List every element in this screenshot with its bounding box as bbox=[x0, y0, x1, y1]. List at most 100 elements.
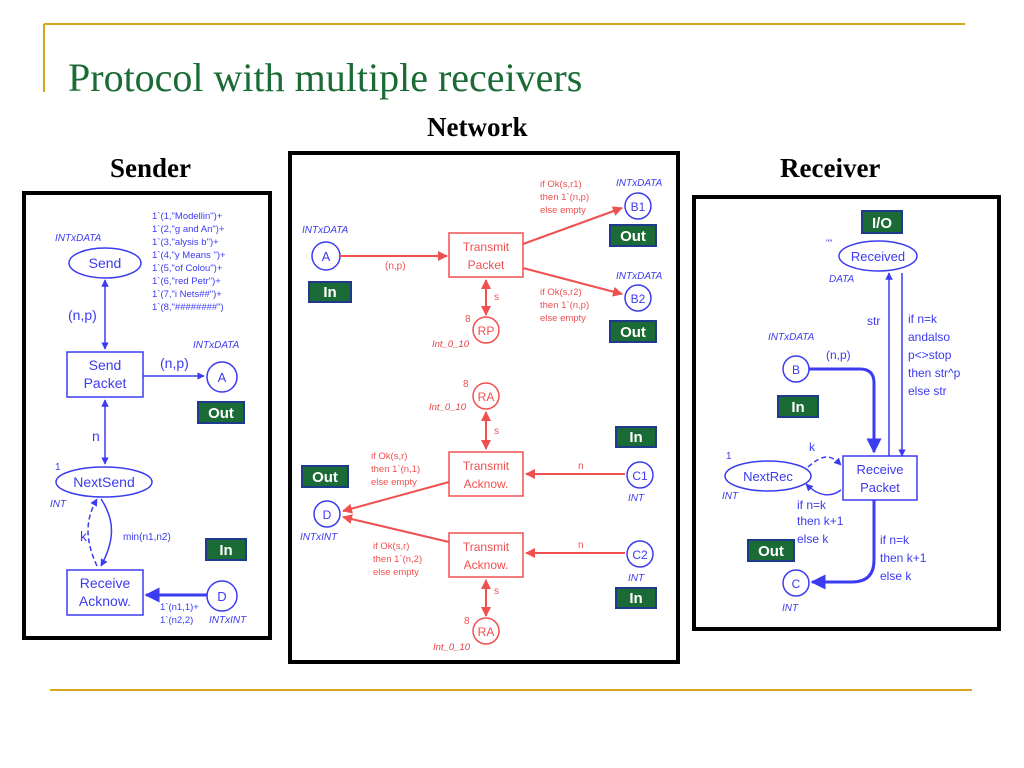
rp-place: RP bbox=[478, 324, 495, 338]
send-init-6: 1`(6,"red Petr")+ bbox=[152, 276, 221, 287]
if-str-2: andalso bbox=[908, 330, 950, 344]
c1-n-arc: n bbox=[578, 461, 584, 472]
net-d-place: D bbox=[323, 508, 332, 522]
sender-heading: Sender bbox=[110, 153, 191, 183]
c1-in-tag: In bbox=[629, 429, 642, 446]
send-packet-line2: Packet bbox=[84, 375, 127, 391]
if1-3: else empty bbox=[540, 205, 586, 216]
rp-type: Int_0_10 bbox=[432, 339, 470, 350]
c2-n-arc: n bbox=[578, 540, 584, 551]
if-k2-1: if n=k bbox=[880, 533, 910, 547]
net-a-type: INTxDATA bbox=[302, 225, 349, 236]
b2-place: B2 bbox=[631, 292, 646, 306]
ifa1-1: if Ok(s,r) bbox=[371, 451, 407, 462]
ra2-init: 8 bbox=[464, 616, 470, 627]
ifa2-3: else empty bbox=[373, 567, 419, 578]
nextsend-type: INT bbox=[50, 499, 67, 510]
sender-in-tag: In bbox=[219, 542, 232, 559]
sender-min-arc: min(n1,n2) bbox=[123, 532, 171, 543]
sender-a-type: INTxDATA bbox=[193, 340, 240, 351]
send-packet-line1: Send bbox=[89, 357, 122, 373]
rec-in-tag: In bbox=[791, 399, 804, 416]
ifa2-1: if Ok(s,r) bbox=[373, 541, 409, 552]
c2-place: C2 bbox=[632, 548, 648, 562]
ra1-type: Int_0_10 bbox=[429, 402, 467, 413]
receive-packet-line1: Receive bbox=[857, 462, 904, 477]
if-str-3: p<>stop bbox=[908, 348, 952, 362]
send-init-2: 1`(2,"g and An")+ bbox=[152, 224, 225, 235]
rp-s-arc: s bbox=[494, 292, 499, 303]
ifa1-2: then 1`(n,1) bbox=[371, 464, 420, 475]
sender-d-arc-1: 1`(n1,1)+ bbox=[160, 602, 199, 613]
page-title: Protocol with multiple receivers bbox=[68, 55, 583, 100]
network-panel: INTxDATA A In (n,p) Transmit Packet if O… bbox=[288, 151, 680, 664]
nextrec-type: INT bbox=[722, 491, 739, 502]
receive-ack-line1: Receive bbox=[80, 575, 131, 591]
if-str-1: if n=k bbox=[908, 312, 938, 326]
send-arc-label: (n,p) bbox=[68, 307, 97, 323]
tp-line1: Transmit bbox=[463, 240, 510, 254]
sender-d-place: D bbox=[217, 589, 226, 604]
rec-c-place: C bbox=[792, 577, 801, 591]
ra1-s-arc: s bbox=[494, 426, 499, 437]
ta1-line2: Acknow. bbox=[464, 477, 509, 491]
if1-1: if Ok(s,r1) bbox=[540, 179, 582, 190]
title-frame bbox=[43, 23, 972, 691]
nextrec-init: 1 bbox=[726, 451, 732, 462]
rec-c-type: INT bbox=[782, 603, 799, 614]
b2-out-tag: Out bbox=[620, 324, 646, 341]
sender-panel: INTxDATA Send 1`(1,"Modellin")+ 1`(2,"g … bbox=[22, 191, 272, 640]
if-k1-1: if n=k bbox=[797, 498, 827, 512]
send-a-arc-label: (n,p) bbox=[160, 355, 189, 371]
ta2-line1: Transmit bbox=[463, 540, 510, 554]
send-place: Send bbox=[89, 255, 122, 271]
ra2-type: Int_0_10 bbox=[433, 642, 471, 653]
send-init-7: 1`(7,"i Nets##")+ bbox=[152, 289, 222, 300]
sender-d-type: INTxINT bbox=[209, 615, 247, 626]
if-str-5: else str bbox=[908, 384, 947, 398]
rec-b-type: INTxDATA bbox=[768, 332, 815, 343]
send-init-4: 1`(4,"y Means ")+ bbox=[152, 250, 226, 261]
b2-type: INTxDATA bbox=[616, 271, 663, 282]
sender-n-arc: n bbox=[92, 428, 100, 444]
sender-d-arc-2: 1`(n2,2) bbox=[160, 615, 193, 626]
if-k2-3: else k bbox=[880, 569, 912, 583]
ta2-line2: Acknow. bbox=[464, 558, 509, 572]
received-type: DATA bbox=[829, 274, 855, 285]
ra2-s-arc: s bbox=[494, 586, 499, 597]
receiver-panel: I/O "" Received DATA str if n=k andalso … bbox=[692, 195, 1001, 631]
net-d-type: INTxINT bbox=[300, 532, 338, 543]
net-in-tag-a: In bbox=[323, 284, 336, 301]
ra1-place: RA bbox=[478, 390, 495, 404]
send-init-1: 1`(1,"Modellin")+ bbox=[152, 211, 223, 222]
send-init-5: 1`(5,"of Colou")+ bbox=[152, 263, 223, 274]
sender-out-tag: Out bbox=[208, 405, 234, 422]
send-init-3: 1`(3,"alysis b")+ bbox=[152, 237, 219, 248]
sender-k-arc: k bbox=[80, 528, 88, 544]
b1-place: B1 bbox=[631, 200, 646, 214]
send-type: INTxDATA bbox=[55, 233, 102, 244]
receive-packet-line2: Packet bbox=[860, 480, 900, 495]
rp-init: 8 bbox=[465, 314, 471, 325]
if1-2: then 1`(n,p) bbox=[540, 192, 589, 203]
ta1-line1: Transmit bbox=[463, 459, 510, 473]
if-k1-3: else k bbox=[797, 532, 829, 546]
receive-ack-line2: Acknow. bbox=[79, 593, 131, 609]
d-out-tag: Out bbox=[312, 469, 338, 486]
received-io-tag: I/O bbox=[872, 215, 892, 232]
if-str-4: then str^p bbox=[908, 366, 961, 380]
b1-out-tag: Out bbox=[620, 228, 646, 245]
rec-b-place: B bbox=[792, 363, 800, 377]
received-str-arc: str bbox=[867, 314, 880, 328]
ifa1-3: else empty bbox=[371, 477, 417, 488]
b1-type: INTxDATA bbox=[616, 178, 663, 189]
network-heading: Network bbox=[427, 112, 528, 142]
if2-1: if Ok(s,r2) bbox=[540, 287, 582, 298]
if2-3: else empty bbox=[540, 313, 586, 324]
received-init: "" bbox=[826, 238, 832, 248]
nextsend-place: NextSend bbox=[73, 474, 134, 490]
c1-place: C1 bbox=[632, 469, 648, 483]
if-k2-2: then k+1 bbox=[880, 551, 927, 565]
sender-a-place: A bbox=[218, 370, 227, 385]
